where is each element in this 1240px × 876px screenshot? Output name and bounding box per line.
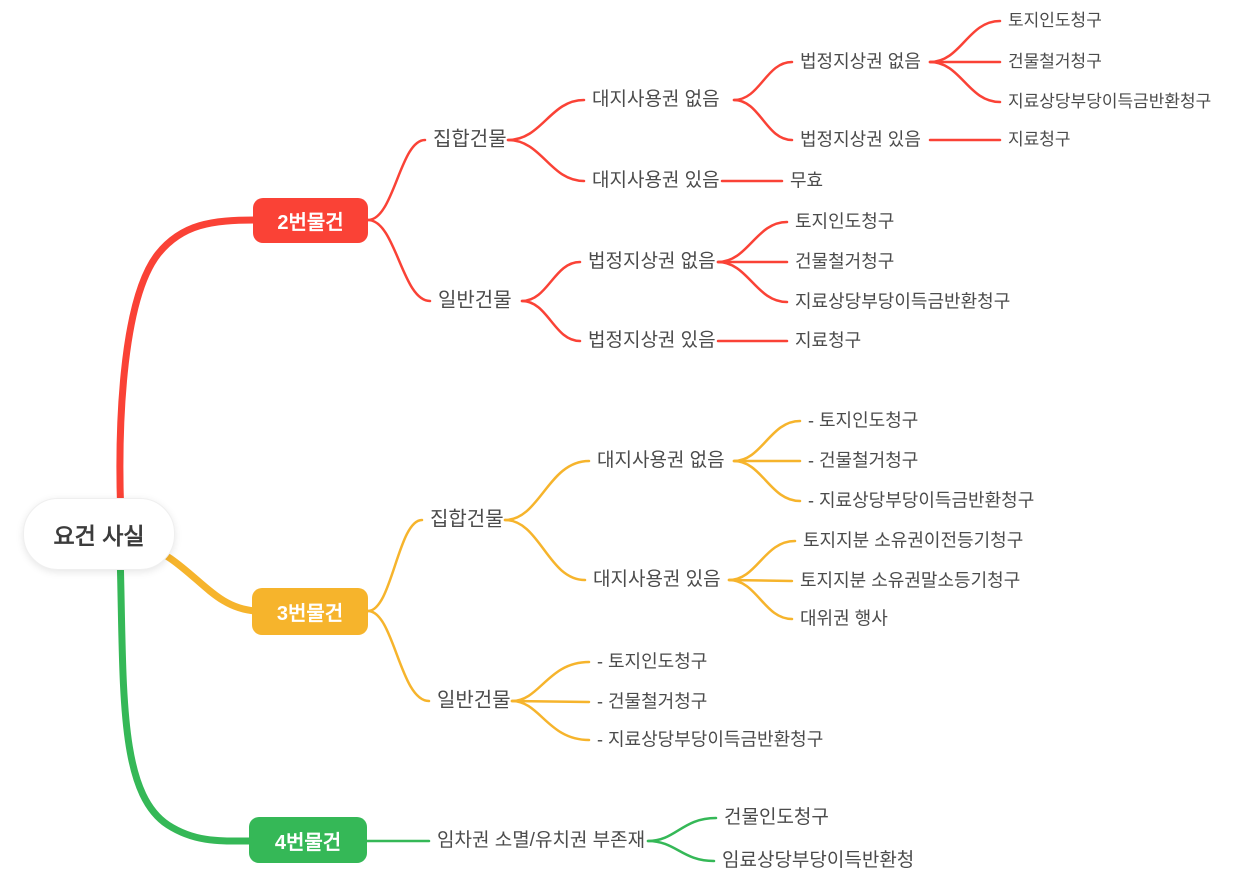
branch-node-4-label: 4번물건 (274, 831, 342, 854)
b3-leaf-rent-unjust-enrichment[interactable]: - 지료상당부당이득금반환청구 (808, 490, 1035, 511)
b3-gen-leaf-land-delivery[interactable]: - 토지인도청구 (597, 651, 708, 672)
b3-leaf-ownership-transfer-registration[interactable]: 토지지분 소유권이전등기청구 (803, 530, 1024, 551)
b2-collective-building[interactable]: 집합건물 (433, 128, 507, 151)
links-branch2 (366, 19, 1002, 343)
b3-leaf-building-demolition[interactable]: - 건물철거청구 (808, 450, 919, 471)
b2-leaf-rent-claim[interactable]: 지료청구 (1008, 130, 1071, 150)
b4-leaf-building-delivery[interactable]: 건물인도청구 (724, 807, 829, 829)
branch-node-2-label: 2번물건 (277, 212, 344, 234)
b4-leaf-rent-unjust-enrichment-return[interactable]: 임료상당부당이득반환청 (722, 850, 915, 872)
b2-col-has-statutory-right[interactable]: 법정지상권 있음 (800, 129, 921, 150)
b3-general-building[interactable]: 일반건물 (437, 689, 511, 712)
branch-node-3[interactable]: 3번물건 (252, 588, 368, 635)
b3-leaf-ownership-cancel-registration[interactable]: 토지지분 소유권말소등기청구 (800, 570, 1021, 591)
links-branch4 (363, 816, 718, 863)
b3-leaf-subrogation[interactable]: 대위권 행사 (800, 608, 888, 629)
b2-gen-leaf-rent-unjust-enrichment[interactable]: 지료상당부당이득금반환청구 (795, 291, 1011, 312)
b2-gen-leaf-rent-claim[interactable]: 지료청구 (795, 330, 862, 351)
branch-node-2[interactable]: 2번물건 (253, 198, 368, 243)
root-link-branch4 (116, 548, 256, 845)
b2-col-no-land-right[interactable]: 대지사용권 없음 (592, 89, 720, 111)
b2-gen-no-statutory-right[interactable]: 법정지상권 없음 (588, 251, 716, 273)
b2-general-building[interactable]: 일반건물 (438, 289, 512, 312)
b3-col-no-land-right[interactable]: 대지사용권 없음 (597, 450, 725, 472)
b3-collective-building[interactable]: 집합건물 (430, 508, 504, 531)
b2-col-no-statutory-right[interactable]: 법정지상권 없음 (800, 51, 921, 72)
root-node[interactable]: 요건 사실 (23, 498, 175, 570)
b2-leaf-land-delivery[interactable]: 토지인도청구 (1008, 11, 1102, 31)
b2-leaf-building-demolition[interactable]: 건물철거청구 (1008, 52, 1102, 72)
b2-leaf-rent-unjust-enrichment[interactable]: 지료상당부당이득금반환청구 (1008, 92, 1212, 112)
b3-leaf-land-delivery[interactable]: - 토지인도청구 (808, 410, 919, 431)
b4-lease-extinguish-no-lien[interactable]: 임차권 소멸/유치권 부존재 (437, 830, 646, 852)
b2-leaf-void[interactable]: 무효 (790, 170, 824, 191)
root-link-branch2 (116, 216, 260, 544)
branch-node-4[interactable]: 4번물건 (249, 817, 367, 863)
b2-gen-leaf-land-delivery[interactable]: 토지인도청구 (795, 211, 895, 232)
b2-gen-has-statutory-right[interactable]: 법정지상권 있음 (588, 330, 716, 352)
b3-col-has-land-right[interactable]: 대지사용권 있음 (593, 569, 721, 591)
branch-node-3-label: 3번물건 (276, 603, 344, 625)
b3-gen-leaf-building-demolition[interactable]: - 건물철거청구 (597, 691, 708, 712)
root-node-label: 요건 사실 (53, 523, 145, 549)
b2-gen-leaf-building-demolition[interactable]: 건물철거청구 (795, 251, 895, 272)
b2-col-has-land-right[interactable]: 대지사용권 있음 (592, 170, 720, 192)
b3-gen-leaf-rent-unjust-enrichment[interactable]: - 지료상당부당이득금반환청구 (597, 729, 824, 750)
links-branch3 (366, 419, 802, 742)
